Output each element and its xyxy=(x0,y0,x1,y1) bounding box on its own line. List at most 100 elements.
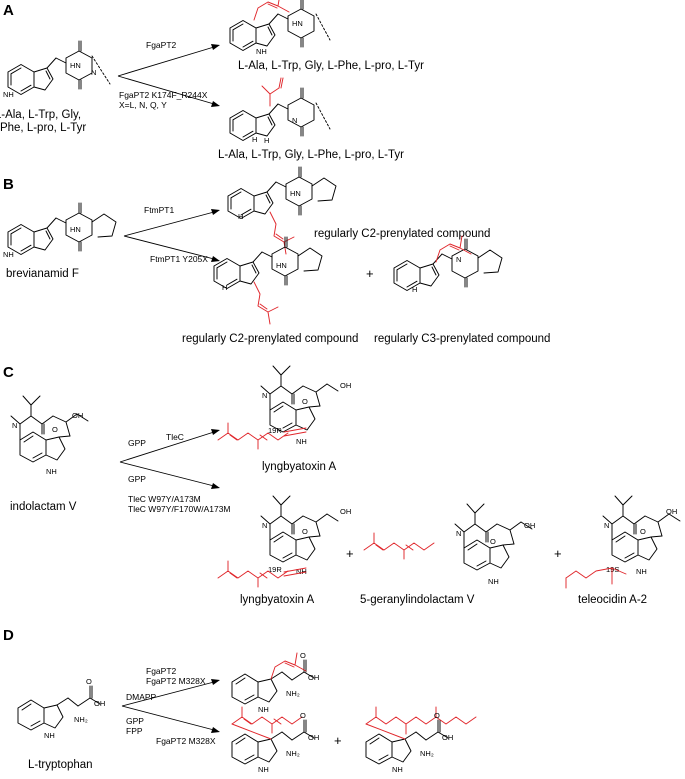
panel-d-substrate: NH O OH NH₂ xyxy=(17,677,105,740)
panel-d-upper-enzyme-line2: FgaPT2 M328X xyxy=(146,676,206,686)
panel-a-substrate: NH HN N xyxy=(3,40,111,99)
panel-a-substrate-label-line2: L-Phe, L-pro, L-Tyr xyxy=(0,122,86,134)
atom-h: H xyxy=(252,135,257,144)
panel-letter-a: A xyxy=(3,2,14,19)
panel-b: B NH HN brevianamid F FtmPT1 FtmPT1 Y205… xyxy=(3,166,550,345)
panel-b-substrate: NH HN xyxy=(3,202,117,259)
stereo-label-19r: 19R xyxy=(268,426,282,435)
stereo-label-19r: 19R xyxy=(268,565,282,574)
atom-h: H xyxy=(264,136,269,145)
atom-nh: NH xyxy=(392,765,403,774)
panel-c-product-top-label: lyngbyatoxin A xyxy=(262,461,336,473)
atom-nh: NH xyxy=(256,47,267,56)
panel-letter-c: C xyxy=(3,364,14,381)
panel-letter-b: B xyxy=(3,176,14,193)
panel-a-product-top: NH HN xyxy=(229,0,331,56)
stereo-label-19s: 19S xyxy=(606,565,619,574)
atom-hn: HN xyxy=(292,19,303,28)
atom-nh2: NH₂ xyxy=(286,689,300,698)
panel-c-product-bottom-label-2: 5-geranylindolactam V xyxy=(360,594,475,606)
panel-c-product-bottom-1: N O OH NH 19R xyxy=(217,495,351,588)
panel-d-lower-cosubstrate-line1: GPP xyxy=(126,716,144,726)
atom-nh2: NH₂ xyxy=(286,749,300,758)
panel-d-arrows xyxy=(121,679,220,733)
panel-c-arrows xyxy=(119,429,220,489)
panel-c-substrate: N O OH NH xyxy=(10,395,89,476)
panel-c-product-bottom-label-3: teleocidin A-2 xyxy=(578,594,647,606)
atom-h: H xyxy=(238,212,243,221)
atom-oh: OH xyxy=(340,381,351,390)
panel-d: D NH O OH NH₂ L-tryptophan FgaPT2 FgaPT2… xyxy=(3,627,477,774)
atom-n: N xyxy=(292,116,297,125)
atom-o: O xyxy=(300,651,306,660)
panel-b-substrate-label: brevianamid F xyxy=(6,268,79,280)
atom-nh: NH xyxy=(3,250,14,259)
panel-letter-d: D xyxy=(3,627,14,644)
atom-nh: NH xyxy=(296,437,307,446)
panel-b-product-bottom-right-label: regularly C3-prenylated compound xyxy=(374,333,550,345)
atom-nh: NH xyxy=(3,90,14,99)
atom-n: N xyxy=(12,421,17,430)
panel-d-upper-enzyme-line1: FgaPT2 xyxy=(146,666,177,676)
panel-a-lower-enzyme-line1: FgaPT2 K174F_R244X xyxy=(119,90,208,100)
atom-hn: HN xyxy=(276,261,287,270)
panel-d-lower-enzyme: FgaPT2 M328X xyxy=(156,736,216,746)
atom-hn: HN xyxy=(70,61,81,70)
atom-h: H xyxy=(222,283,227,292)
panel-c-product-bottom-label-1: lyngbyatoxin A xyxy=(240,594,314,606)
atom-n: N xyxy=(262,521,267,530)
panel-a: A NH HN N L-Ala, L-Trp, Gly, L-Phe, L-pr… xyxy=(0,0,424,161)
panel-b-plus: + xyxy=(366,266,374,281)
panel-a-upper-enzyme: FgaPT2 xyxy=(146,40,177,50)
panel-d-lower-cosubstrate-line2: FPP xyxy=(126,726,143,736)
panel-c-lower-cosubstrate: GPP xyxy=(128,474,146,484)
atom-oh: OH xyxy=(308,733,319,742)
panel-b-product-top-label: regularly C2-prenylated compound xyxy=(314,228,490,240)
atom-n: N xyxy=(604,521,609,530)
panel-c-plus-1: + xyxy=(346,546,354,561)
atom-nh: NH xyxy=(296,567,307,576)
atom-nh2: NH₂ xyxy=(420,749,434,758)
atom-o: O xyxy=(300,711,306,720)
atom-o: O xyxy=(640,527,646,536)
atom-o: O xyxy=(302,527,308,536)
atom-oh: OH xyxy=(442,733,453,742)
atom-nh2: NH₂ xyxy=(74,715,88,724)
panel-d-product-bottom-2: NH O OH NH₂ xyxy=(365,706,477,774)
panel-c-product-top: N O OH NH 19R xyxy=(217,365,351,450)
panel-c-lower-enzyme-line2: TleC W97Y/F170W/A173M xyxy=(128,504,231,514)
atom-oh: OH xyxy=(308,673,319,682)
atom-nh: NH xyxy=(488,577,499,586)
panel-a-arrows xyxy=(117,44,220,107)
panel-a-product-bottom-label: L-Ala, L-Trp, Gly, L-Phe, L-pro, L-Tyr xyxy=(218,149,404,161)
panel-c-lower-enzyme-line1: TleC W97Y/A173M xyxy=(128,494,201,504)
atom-n: N xyxy=(262,391,267,400)
atom-hn: HN xyxy=(290,189,301,198)
panel-b-upper-enzyme: FtmPT1 xyxy=(144,205,174,215)
panel-c-plus-2: + xyxy=(554,546,562,561)
atom-o: O xyxy=(52,425,58,434)
atom-h: H xyxy=(412,285,417,294)
panel-c-product-bottom-2: N O OH NH xyxy=(363,503,535,586)
panel-d-upper-cosubstrate: DMAPP xyxy=(126,692,157,702)
atom-oh: OH xyxy=(94,699,105,708)
atom-oh: OH xyxy=(72,411,83,420)
atom-oh: OH xyxy=(666,507,677,516)
atom-o: O xyxy=(434,711,440,720)
panel-b-arrows xyxy=(123,209,220,262)
atom-o: O xyxy=(302,397,308,406)
panel-b-product-bottom-left: H HN xyxy=(213,236,323,325)
atom-hn: HN xyxy=(70,225,81,234)
atom-nh: NH xyxy=(44,731,55,740)
panel-d-plus: + xyxy=(334,733,342,748)
atom-o: O xyxy=(86,677,92,686)
panel-c-substrate-label: indolactam V xyxy=(10,501,77,513)
atom-o: O xyxy=(490,537,496,546)
panel-b-product-bottom-left-label: regularly C2-prenylated compound xyxy=(182,333,358,345)
panel-a-product-bottom: H H N xyxy=(229,77,331,145)
panel-c-upper-enzyme: TleC xyxy=(166,432,184,442)
panel-a-substrate-label-line1: L-Ala, L-Trp, Gly, xyxy=(0,109,81,121)
atom-n: N xyxy=(456,529,461,538)
atom-oh: OH xyxy=(340,507,351,516)
panel-c: C N O OH NH indolactam V GPP TleC GPP Tl… xyxy=(3,364,681,606)
